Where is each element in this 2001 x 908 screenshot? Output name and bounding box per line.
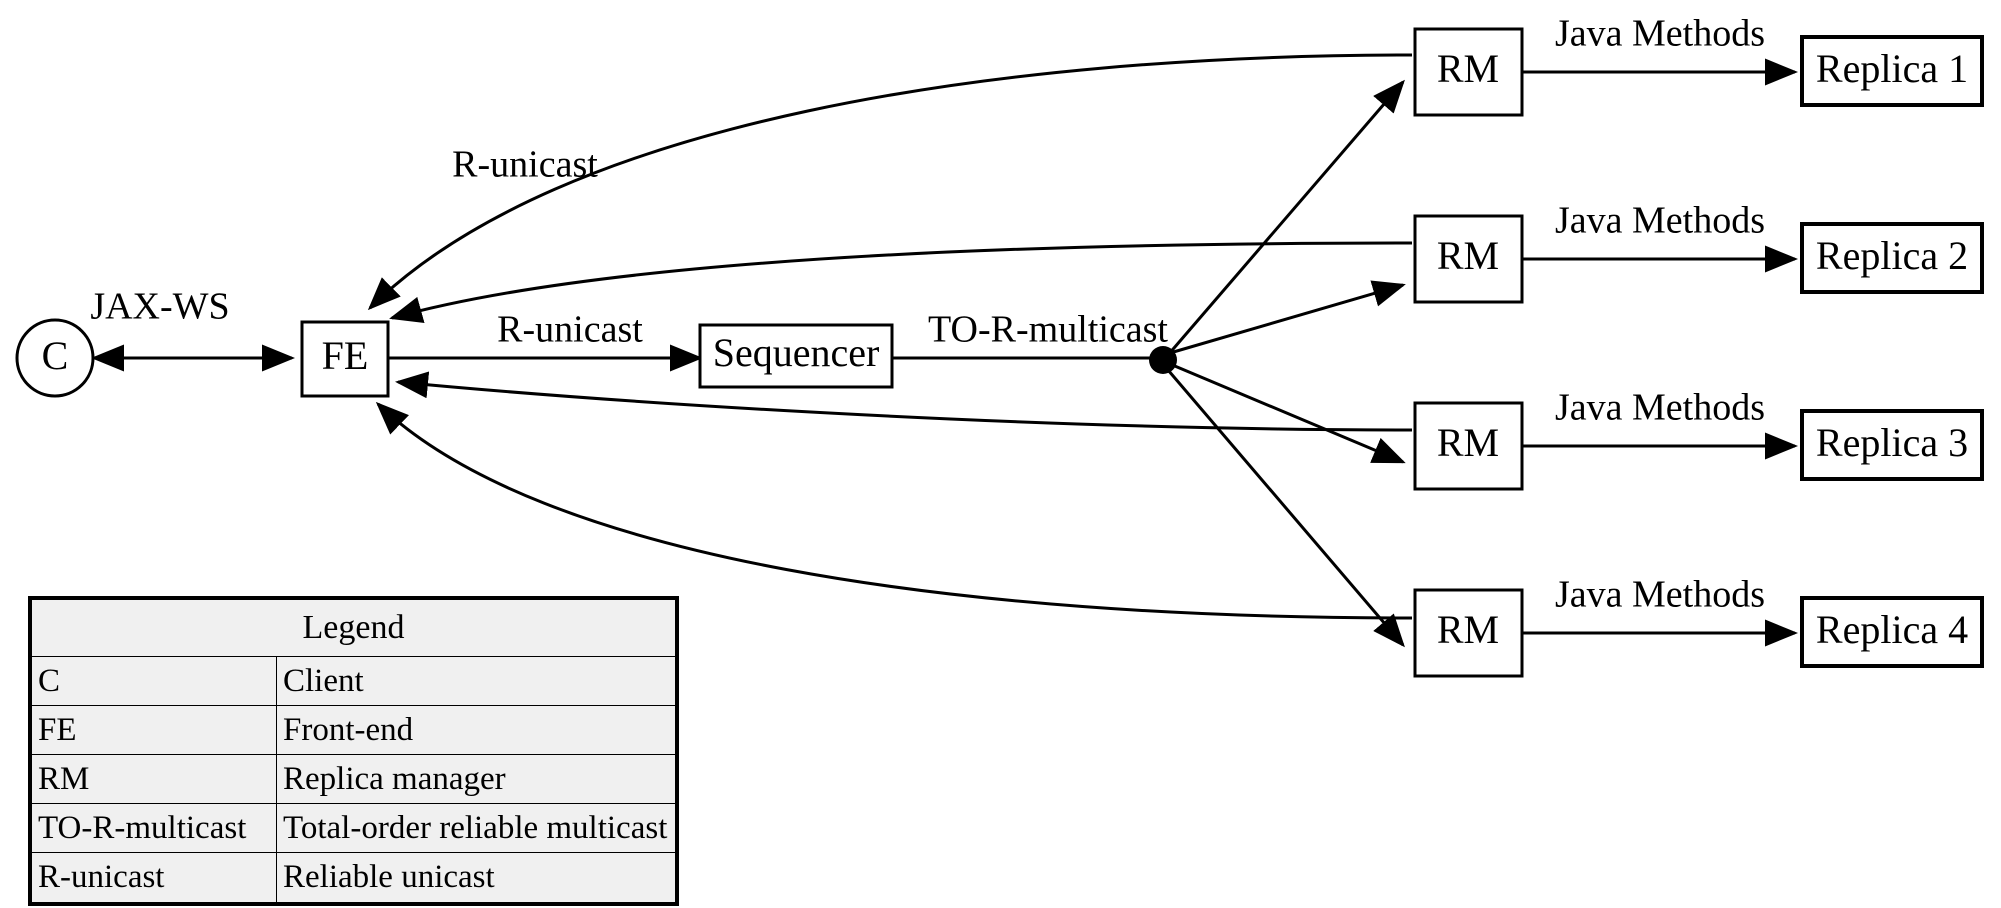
edge-junction-to-rm-4	[1166, 369, 1405, 648]
legend-key-fe: FE	[31, 704, 277, 755]
edge-label-java-methods-3: Java Methods	[1555, 387, 1765, 429]
node-replica-4[interactable]	[1800, 596, 1984, 668]
edge-junction-to-rm-1	[1166, 79, 1405, 356]
legend-row: C Client	[31, 655, 676, 706]
edge-junction-to-rm-2	[1169, 280, 1406, 355]
edge-label-java-methods-4: Java Methods	[1555, 574, 1765, 616]
node-sequencer[interactable]	[698, 323, 894, 389]
node-replica-3-label: Replica 3	[1816, 420, 1968, 465]
legend-key-to-r-multicast: TO-R-multicast	[31, 803, 277, 854]
node-rm-3[interactable]	[1413, 401, 1524, 491]
node-replica-1-label: Replica 1	[1816, 46, 1968, 91]
node-client[interactable]	[15, 318, 95, 398]
legend-table: Legend C Client FE Front-end RM Replica …	[28, 596, 679, 906]
node-rm-2[interactable]	[1413, 214, 1524, 304]
legend-row: R-unicast Reliable unicast	[31, 852, 676, 903]
edge-rm-2-to-fe	[389, 241, 1413, 323]
edge-label-r-unicast-top: R-unicast	[452, 144, 598, 186]
node-replica-3[interactable]	[1800, 409, 1984, 481]
legend-row: TO-R-multicast Total-order reliable mult…	[31, 803, 676, 854]
node-sequencer-label: Sequencer	[713, 330, 880, 375]
node-rm-1[interactable]	[1413, 27, 1524, 117]
edge-junction-to-rm-3	[1169, 362, 1406, 464]
node-rm-2-label: RM	[1437, 233, 1499, 278]
edge-label-java-methods-1: Java Methods	[1555, 13, 1765, 55]
node-rm-4[interactable]	[1413, 588, 1524, 678]
edge-rm-1-to-fe	[367, 53, 1413, 311]
legend-value-fe: Front-end	[276, 704, 676, 755]
node-replica-2-label: Replica 2	[1816, 233, 1968, 278]
legend-value-to-r-multicast: Total-order reliable multicast	[276, 803, 676, 854]
legend-key-rm: RM	[31, 753, 277, 805]
legend-row: FE Front-end	[31, 704, 676, 755]
node-replica-2[interactable]	[1800, 222, 1984, 294]
legend-key-r-unicast: R-unicast	[31, 852, 277, 903]
edge-label-r-unicast-fe-sequencer: R-unicast	[497, 309, 643, 351]
legend-value-c: Client	[276, 655, 676, 706]
node-rm-4-label: RM	[1437, 607, 1499, 652]
legend-key-c: C	[31, 655, 277, 706]
edge-label-java-methods-2: Java Methods	[1555, 200, 1765, 242]
legend-title: Legend	[31, 599, 676, 657]
node-rm-1-label: RM	[1437, 46, 1499, 91]
edge-label-jax-ws: JAX-WS	[90, 286, 229, 328]
node-client-label: C	[42, 333, 69, 378]
node-replica-4-label: Replica 4	[1816, 607, 1968, 652]
edge-rm-4-to-fe	[375, 401, 1413, 620]
node-frontend[interactable]	[300, 320, 390, 398]
edge-label-to-r-multicast: TO-R-multicast	[928, 309, 1168, 351]
node-replica-1[interactable]	[1800, 35, 1984, 107]
node-frontend-label: FE	[322, 333, 369, 378]
legend-value-rm: Replica manager	[276, 753, 676, 805]
multicast-junction-dot	[1149, 346, 1177, 374]
edge-rm-3-to-fe	[395, 371, 1413, 432]
legend-row: RM Replica manager	[31, 753, 676, 805]
legend-value-r-unicast: Reliable unicast	[276, 852, 676, 903]
legend-title-row: Legend	[31, 599, 676, 657]
node-rm-3-label: RM	[1437, 420, 1499, 465]
